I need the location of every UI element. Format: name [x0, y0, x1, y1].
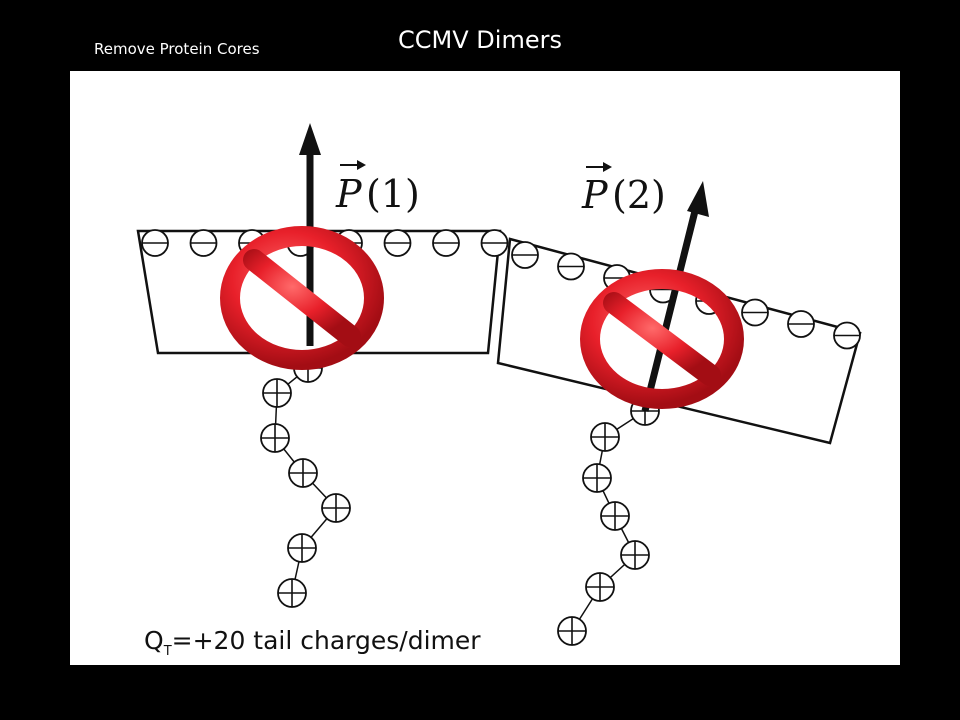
- vector-label-p1-arg: (1): [366, 172, 420, 216]
- dimer-1-tail: [260, 353, 351, 608]
- positive-charge-symbol: [277, 578, 307, 608]
- positive-charge-symbol: [585, 572, 615, 602]
- dimer-2-core-outline: [496, 237, 862, 445]
- vector-label-p2: P (2): [581, 162, 666, 217]
- dimer-2-tail: [557, 396, 660, 646]
- slide-subtitle: Remove Protein Cores: [94, 40, 260, 58]
- caption-symbol: Q: [144, 626, 164, 655]
- negative-charge-symbol: [511, 241, 539, 269]
- negative-charge-symbol: [787, 310, 815, 338]
- caption-subscript: T: [163, 644, 172, 659]
- positive-charge-symbol: [590, 422, 620, 452]
- negative-charge-symbol: [432, 229, 460, 257]
- negative-charge-symbol: [141, 229, 169, 257]
- diagram-panel: P (1) P (2): [70, 71, 900, 665]
- negative-charge-symbol: [833, 321, 861, 350]
- positive-charge-symbol: [260, 423, 290, 453]
- negative-charge-symbol: [189, 229, 218, 257]
- prohibition-sign-2: [580, 269, 744, 409]
- negative-charge-symbol: [383, 229, 412, 257]
- dimer-2: P (2): [496, 162, 862, 646]
- slide-title: CCMV Dimers: [398, 26, 562, 54]
- vector-label-p2-symbol: P: [581, 173, 609, 217]
- dimer-diagram: P (1) P (2): [136, 123, 862, 646]
- vector-label-p1: P (1): [335, 160, 420, 216]
- positive-charge-symbol: [600, 501, 630, 531]
- prohibition-sign-1: [220, 226, 384, 370]
- positive-charge-symbol: [287, 533, 317, 563]
- dimer-2-dipole-arrow: [641, 181, 709, 412]
- positive-charge-symbol: [620, 540, 650, 570]
- dimer-1-core-outline: [136, 229, 502, 355]
- vector-label-p1-symbol: P: [335, 172, 363, 216]
- positive-charge-symbol: [321, 493, 351, 523]
- negative-charge-symbol: [480, 229, 509, 257]
- vector-label-p2-arg: (2): [612, 173, 666, 217]
- negative-charge-symbol: [557, 252, 585, 281]
- negative-charge-symbol: [741, 298, 769, 327]
- positive-charge-symbol: [557, 616, 587, 646]
- positive-charge-symbol: [288, 458, 318, 488]
- positive-charge-symbol: [582, 463, 612, 493]
- caption-text: =+20 tail charges/dimer: [171, 626, 481, 655]
- positive-charge-symbol: [262, 378, 292, 408]
- tail-charge-caption: QT=+20 tail charges/dimer: [144, 626, 481, 659]
